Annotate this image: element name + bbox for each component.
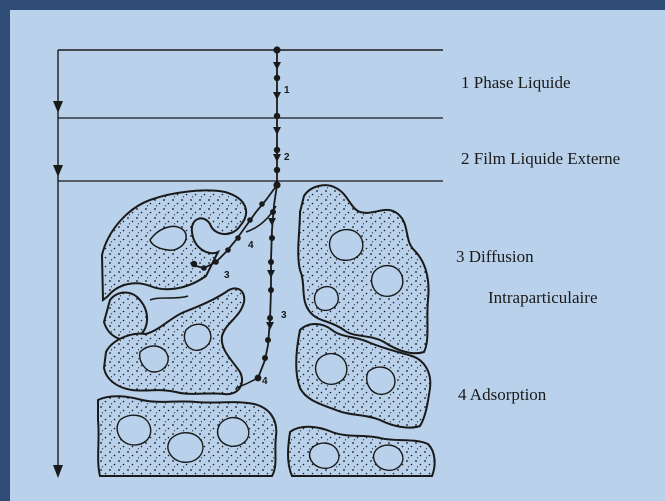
label-phase-liquide: 1 Phase Liquide: [461, 73, 571, 92]
label-diffusion: 3 Diffusion: [456, 247, 534, 266]
path-marker-2: 2: [284, 152, 290, 163]
path-marker-4b: 4: [262, 376, 268, 387]
path-marker-3b: 3: [281, 310, 287, 321]
path-marker-1: 1: [284, 85, 290, 96]
label-film-liquide-externe: 2 Film Liquide Externe: [461, 149, 620, 168]
label-intraparticulaire: Intraparticulaire: [488, 288, 598, 307]
label-adsorption: 4 Adsorption: [458, 385, 547, 404]
path-marker-3a: 3: [224, 270, 230, 281]
path-marker-4a: 4: [248, 240, 254, 251]
